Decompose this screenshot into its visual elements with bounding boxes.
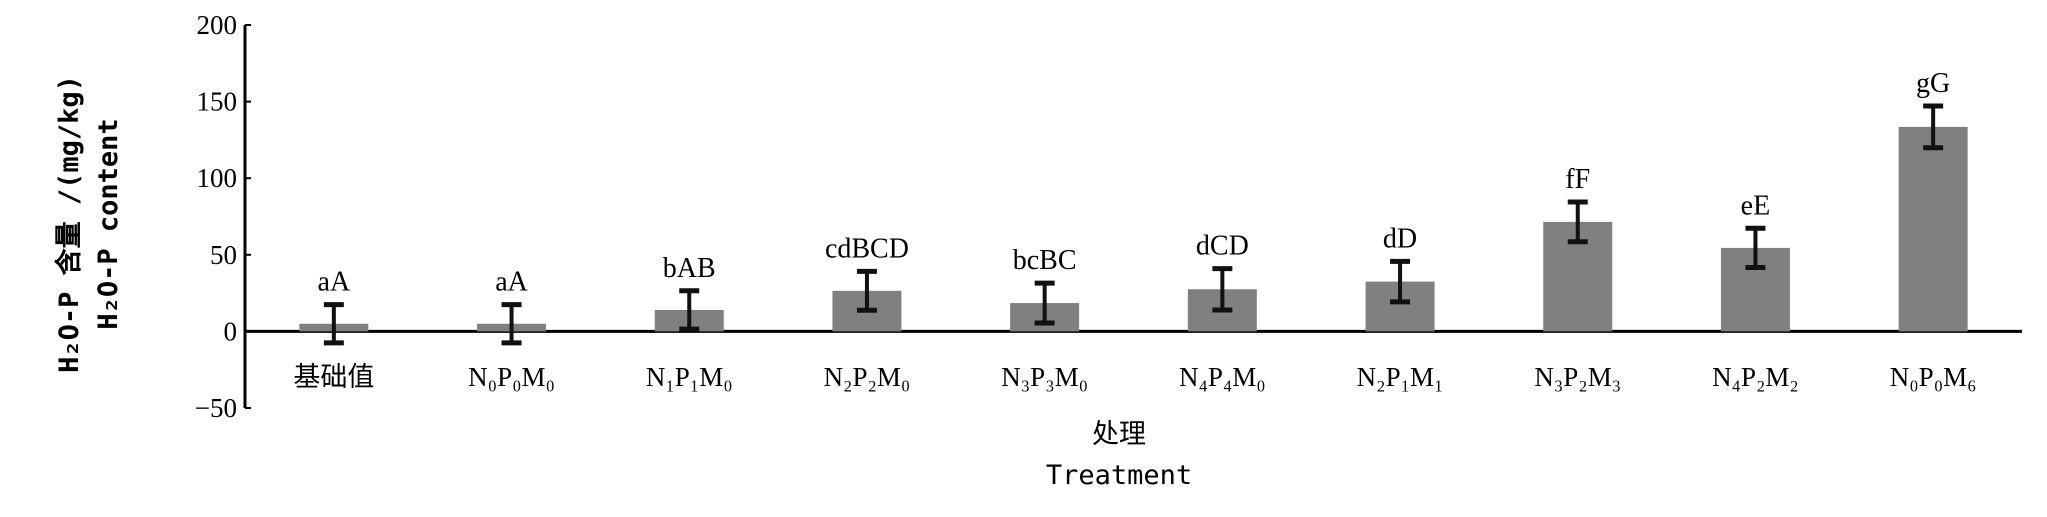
y-axis-label-cn: H₂O-P 含量 /(mg/kg) [53, 75, 85, 373]
y-tick-label: 200 [197, 10, 238, 40]
category-labels: 基础值 N₀P₀M₀ N₁P₁M₀ N₂P₂M₀ N₃P₃M₀ N₄P₄M₀ N₂P₁M₁ N… [293, 362, 1976, 392]
bars: aA aA bAB cdBCD bcBC dCD dD fF eE gG [299, 68, 1968, 346]
category-label: N₁P₁M₀ [646, 362, 733, 392]
significance-label: cdBCD [825, 233, 909, 264]
category-label: N₀P₀M₆ [1890, 362, 1977, 392]
y-tick-label: 0 [224, 316, 238, 346]
category-label: N₄P₂M₂ [1712, 362, 1799, 392]
y-tick-label: 100 [197, 163, 238, 193]
significance-label: aA [318, 267, 351, 298]
category-label: 基础值 [293, 362, 374, 392]
category-label: N₃P₂M₃ [1534, 362, 1621, 392]
significance-label: bcBC [1013, 245, 1077, 276]
significance-label: aA [495, 267, 528, 298]
bar [1898, 126, 1968, 332]
category-label: N₀P₀M₀ [468, 362, 555, 392]
category-label: N₂P₁M₁ [1357, 362, 1444, 392]
significance-label: dCD [1196, 231, 1249, 262]
category-label: N₃P₃M₀ [1001, 362, 1088, 392]
significance-label: eE [1741, 190, 1771, 221]
y-tick-label: 50 [210, 240, 237, 270]
y-tick-label: −50 [195, 393, 237, 423]
significance-label: dD [1383, 223, 1417, 254]
y-tick-label: 150 [197, 87, 238, 117]
significance-label: gG [1916, 68, 1950, 99]
significance-label: bAB [663, 253, 716, 284]
x-axis-label-cn: 处理 [1092, 419, 1146, 450]
category-label: N₄P₄M₀ [1179, 362, 1266, 392]
y-axis-label-en: H₂O-P content [93, 118, 124, 329]
x-axis-label-en: Treatment [1046, 460, 1192, 491]
significance-label: fF [1565, 164, 1590, 195]
category-label: N₂P₂M₀ [824, 362, 911, 392]
